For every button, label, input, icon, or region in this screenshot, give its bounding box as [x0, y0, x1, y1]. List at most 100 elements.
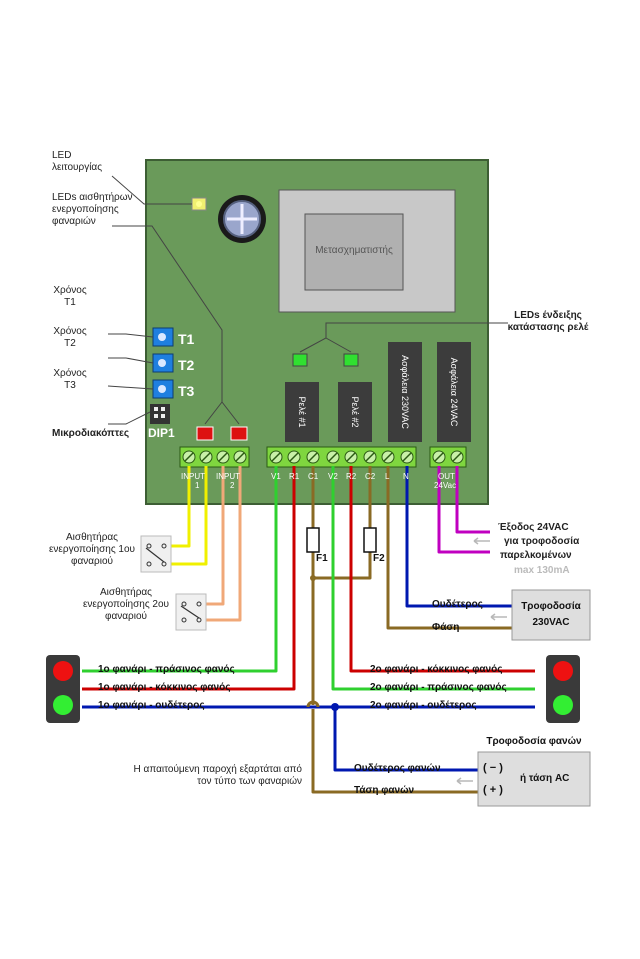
label-output-24vac-max: max 130mA: [514, 565, 570, 576]
label-leds-relay: LEDs ένδειξης κατάστασης ρελέ: [507, 310, 589, 333]
terminal-r2: R2: [346, 472, 357, 481]
label-time-t2: Χρόνος T2: [53, 326, 87, 349]
label-output-24vac-3: παρελκομένων: [500, 550, 572, 561]
input-terminal-screw-slot: [235, 452, 245, 462]
fuse-230vac: [388, 342, 422, 442]
input-terminal-screw-slot: [184, 452, 194, 462]
label-output-24vac-1: Έξοδος 24VAC: [498, 522, 569, 533]
main-terminal-screw-slot: [346, 452, 356, 462]
relay2-led: [343, 353, 359, 367]
transformer-core: [304, 213, 404, 291]
sensor1-led: [196, 426, 214, 441]
out-terminal-screw-slot: [452, 452, 462, 462]
main-terminal-screw-slot: [402, 452, 412, 462]
relay2: [338, 382, 372, 442]
sensor1-switch: [140, 535, 172, 573]
label-leds-sensor: LEDs αισθητήρων ενεργοποίησης φαναριών: [52, 192, 133, 227]
wire-lamps-neutral: Ουδέτερος φανών: [354, 763, 441, 774]
terminal-block-main: [266, 446, 417, 468]
terminal-v2: V2: [328, 472, 338, 481]
supply-note: Η απαιτούμενη παροχή εξαρτάται από τον τ…: [133, 764, 302, 787]
wire-lamps-voltage: Τάση φανών: [354, 785, 415, 796]
dip-switch: [150, 404, 170, 424]
input2-label: INPUT: [216, 472, 240, 481]
main-terminal-screw-slot: [271, 452, 281, 462]
main-terminal-screw-slot: [308, 452, 318, 462]
input2-num: 2: [230, 481, 235, 490]
lamp-supply-minus: ( − ): [483, 762, 503, 774]
wire-phase: Φάση: [432, 622, 460, 633]
input-terminal-screw-slot: [218, 452, 228, 462]
fuse-24vac: [437, 342, 471, 442]
main-terminal-screw-slot: [365, 452, 375, 462]
lamp-supply-box: [477, 751, 591, 807]
fuse-230vac-label: Ασφάλεια 230VAC: [400, 355, 410, 429]
wire-l2-red: 2ο φανάρι - κόκκινος φανός: [370, 664, 503, 675]
t2-label: T2: [178, 357, 195, 373]
label-time-t1: Χρόνος T1: [53, 285, 87, 308]
input1-label: INPUT: [181, 472, 205, 481]
trimmer-t3: [152, 379, 174, 399]
transformer-label: Μετασχηματιστής: [315, 245, 393, 256]
neutral-junction: [331, 703, 339, 711]
relay2-label: Ρελέ #2: [350, 396, 360, 428]
terminal-block-out: [429, 446, 467, 468]
lamp-supply-plus: ( + ): [483, 784, 503, 796]
main-terminal-screw-slot: [328, 452, 338, 462]
t3-label: T3: [178, 383, 195, 399]
wire-l2-neutral: 2ο φανάρι - ουδέτερος: [370, 700, 477, 711]
terminal-r1: R1: [289, 472, 300, 481]
label-sensor2: Αισθητήρας ενεργοποίησης 2ου φαναριού: [82, 587, 170, 622]
label-led-power: LED λειτουργίας: [52, 150, 103, 173]
label-time-t3: Χρόνος T3: [53, 368, 87, 391]
input-terminal-screw-slot: [201, 452, 211, 462]
terminal-l: L: [385, 472, 390, 481]
fuse-24vac-label: Ασφάλεια 24VAC: [449, 357, 459, 427]
mains-supply-box: [511, 589, 591, 641]
wire-l1-red: 1ο φανάρι - κόκκινος φανός: [98, 682, 231, 693]
main-terminal-screw-slot: [383, 452, 393, 462]
t1-label: T1: [178, 331, 195, 347]
dip1-label: DIP1: [148, 426, 175, 440]
terminal-c2: C2: [365, 472, 376, 481]
main-terminal-screw-slot: [289, 452, 299, 462]
terminal-block-input: [179, 446, 250, 468]
pointer-lines: [107, 175, 508, 425]
capacitor: [218, 195, 266, 243]
fuse-f1: [306, 527, 320, 553]
sensor2-led: [230, 426, 248, 441]
traffic-light-2: [546, 655, 580, 723]
terminal-n: N: [403, 472, 409, 481]
sensor2-switch: [175, 593, 207, 631]
input1-num: 1: [195, 481, 200, 490]
wire-l2-green: 2ο φανάρι - πράσινος φανός: [370, 682, 507, 693]
fuse-f2: [363, 527, 377, 553]
out-24vac-label: 24Vac: [434, 481, 457, 490]
out-label: OUT: [438, 472, 455, 481]
label-dip-switches: Μικροδιακόπτες: [52, 428, 130, 439]
terminal-c1: C1: [308, 472, 319, 481]
lamp-supply-title: Τροφοδοσία φανών: [486, 736, 582, 747]
traffic-light-1: [46, 655, 80, 723]
input-terminal-base: [179, 446, 250, 468]
mains-supply-line2: 230VAC: [532, 617, 570, 628]
trimmer-t2: [152, 353, 174, 373]
flow-arrows: [456, 537, 507, 785]
trimmer-t1: [152, 327, 174, 347]
wire-l1-neutral: 1ο φανάρι - ουδέτερος: [98, 700, 205, 711]
relay1: [285, 382, 319, 442]
wire-l1-green: 1ο φανάρι - πράσινος φανός: [98, 664, 235, 675]
main-terminal-base: [266, 446, 417, 468]
relay1-led: [292, 353, 308, 367]
voltage-junction: [310, 575, 316, 581]
fuse-f2-label: F2: [373, 553, 385, 564]
fuse-f1-label: F1: [316, 553, 328, 564]
power-led-glow: [196, 201, 202, 207]
mains-supply-line1: Τροφοδοσία: [521, 601, 581, 612]
out-terminal-screw-slot: [434, 452, 444, 462]
label-output-24vac-2: για τροφοδοσία: [504, 536, 580, 547]
label-sensor1: Αισθητήρας ενεργοποίησης 1ου φαναριού: [48, 532, 136, 567]
terminal-v1: V1: [271, 472, 281, 481]
wires: [82, 466, 535, 794]
